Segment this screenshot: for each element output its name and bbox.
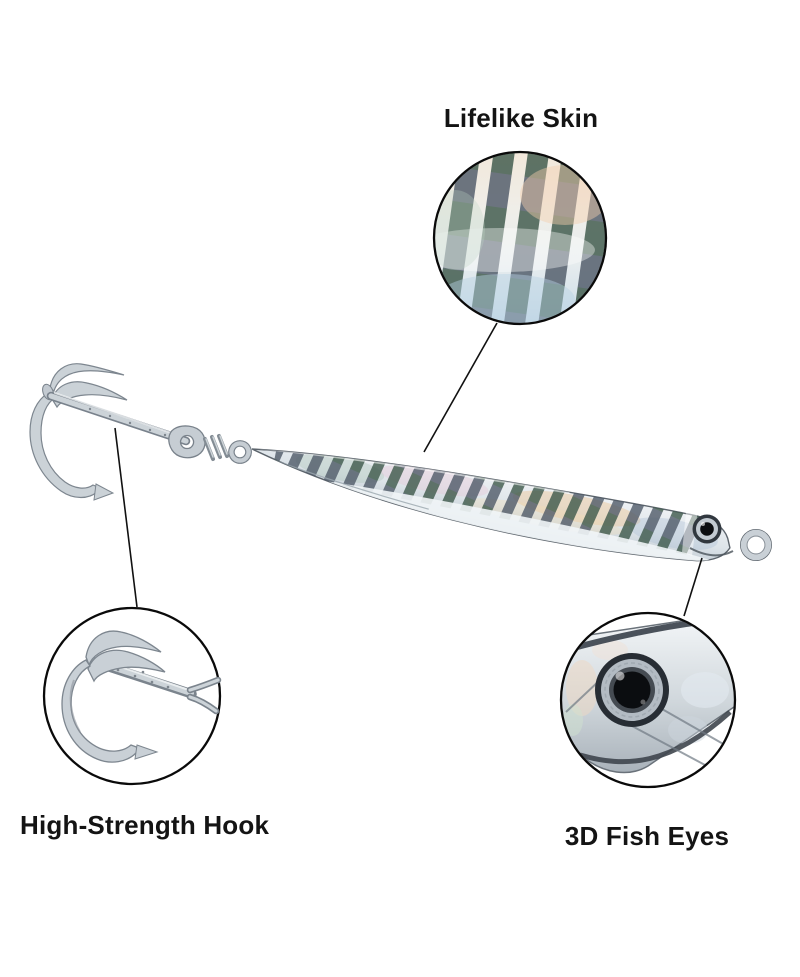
split-ring xyxy=(228,440,252,464)
tail-ring xyxy=(740,529,772,561)
eye-leader-line xyxy=(683,557,703,617)
wire-coils xyxy=(203,434,229,461)
detail-prong-middle xyxy=(87,649,166,683)
hook-detail-speckles xyxy=(116,668,170,689)
hook-barb xyxy=(93,483,115,501)
wire-coils-highlight xyxy=(205,435,228,458)
high-strength-hook-label: High-Strength Hook xyxy=(20,810,270,840)
eye-detail-circle xyxy=(559,611,737,789)
3d-fish-eyes-label: 3D Fish Eyes xyxy=(564,821,730,851)
detail-fish-eye xyxy=(595,653,669,727)
jaw-shadow xyxy=(689,547,734,557)
detail-barb xyxy=(134,744,159,760)
head-light-band xyxy=(682,509,698,556)
hook-shank xyxy=(48,393,189,444)
keel-line xyxy=(270,458,429,510)
detail-prong-upper xyxy=(85,630,162,667)
detail-curve-shadow xyxy=(69,679,81,733)
hook-detail-content xyxy=(61,630,222,763)
skin-detail-content xyxy=(435,153,605,323)
head-facet-lines xyxy=(565,679,726,766)
hook-shank-highlight xyxy=(54,392,181,437)
hook-leader-line xyxy=(114,427,138,608)
jig-body xyxy=(251,430,731,570)
hook-eye-loop xyxy=(168,425,206,459)
hook-shank-speckles xyxy=(88,407,167,437)
head-jaw-edge xyxy=(579,710,732,765)
skin-leader-line xyxy=(423,322,498,453)
skin-detail-circle xyxy=(432,150,608,326)
fork-eye xyxy=(188,678,220,713)
hook-prong-upper xyxy=(49,363,125,392)
fish-eye xyxy=(692,514,722,544)
eye-detail-content xyxy=(562,614,734,786)
lifelike-skin-label: Lifelike Skin xyxy=(443,103,599,133)
treble-hook xyxy=(29,363,252,501)
body-stripes xyxy=(271,430,701,556)
